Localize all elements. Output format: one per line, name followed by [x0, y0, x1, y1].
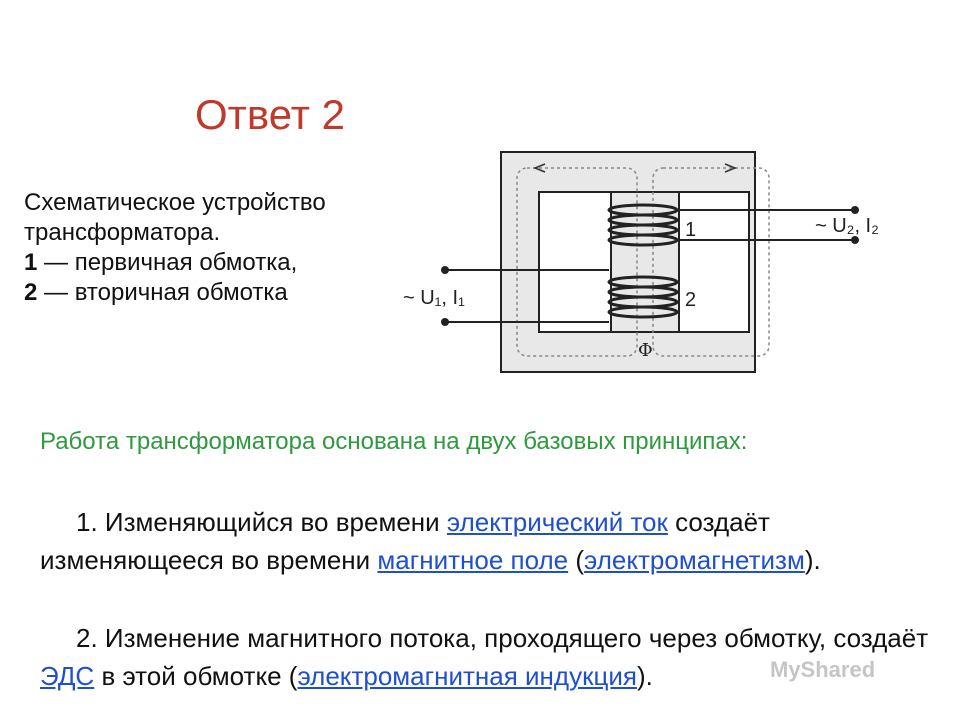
link-electromagnetic-induction[interactable]: электромагнитная индукция — [297, 661, 637, 691]
link-magnetic-field[interactable]: магнитное поле — [377, 545, 569, 575]
output-voltage-label: ~ U₂, I₂ — [815, 215, 879, 237]
slide-title: Ответ 2 — [195, 91, 345, 138]
link-emf[interactable]: ЭДС — [40, 661, 95, 691]
caption-item-1-number: 1 — [24, 249, 38, 276]
diagram-caption: Схематическое устройство трансформатора.… — [24, 188, 326, 308]
watermark: МyShared — [770, 657, 876, 682]
caption-item-2-text: — вторичная обмотка — [37, 279, 288, 306]
principle-1-open: ( — [568, 545, 585, 575]
primary-winding — [607, 275, 679, 319]
terminal-out-top — [851, 206, 859, 214]
secondary-winding-label: 1 — [685, 219, 696, 241]
principle-1: 1. Изменяющийся во времени электрический… — [40, 503, 940, 579]
caption-item-2-number: 2 — [24, 279, 38, 306]
core-window-left — [538, 191, 612, 333]
terminal-out-bottom — [851, 236, 859, 244]
link-electric-current[interactable]: электрический ток — [446, 507, 668, 537]
input-voltage-label: ~ U₁, I₁ — [403, 287, 465, 309]
flux-path-left — [516, 167, 638, 357]
principle-2-close: ). — [636, 661, 653, 691]
terminal-in-top — [441, 266, 449, 274]
flux-arrow-left-icon — [532, 163, 546, 173]
principles-heading: Работа трансформатора основана на двух б… — [40, 428, 748, 455]
primary-winding-label: 2 — [685, 289, 696, 311]
caption-line-2: трансформатора. — [24, 219, 221, 246]
link-electromagnetism[interactable]: электромагнетизм — [584, 545, 805, 575]
principle-2-prefix: 2. Изменение магнитного потока, проходящ… — [76, 623, 929, 653]
caption-item-1-text: — первичная обмотка, — [37, 249, 298, 276]
core-window-right — [678, 191, 750, 333]
principle-1-close: ). — [804, 545, 821, 575]
terminal-in-bottom — [441, 318, 449, 326]
principle-2: 2. Изменение магнитного потока, проходящ… — [40, 619, 940, 695]
principle-2-mid: в этой обмотке ( — [94, 661, 298, 691]
principle-1-mid: создаёт изменяющееся во времени — [40, 507, 770, 575]
flux-path-right — [652, 167, 770, 357]
caption-item-2: 2 — вторичная обмотка — [24, 278, 326, 308]
flux-arrow-right-icon — [724, 163, 738, 173]
caption-line-1: Схематическое устройство — [24, 189, 326, 216]
principle-1-prefix: 1. Изменяющийся во времени — [76, 507, 447, 537]
caption-item-1: 1 — первичная обмотка, — [24, 248, 326, 278]
flux-label: Φ — [638, 340, 653, 361]
transformer-diagram: Φ 1 ~ U₂, I₂ 2 ~ U₁, I₁ — [403, 151, 879, 373]
